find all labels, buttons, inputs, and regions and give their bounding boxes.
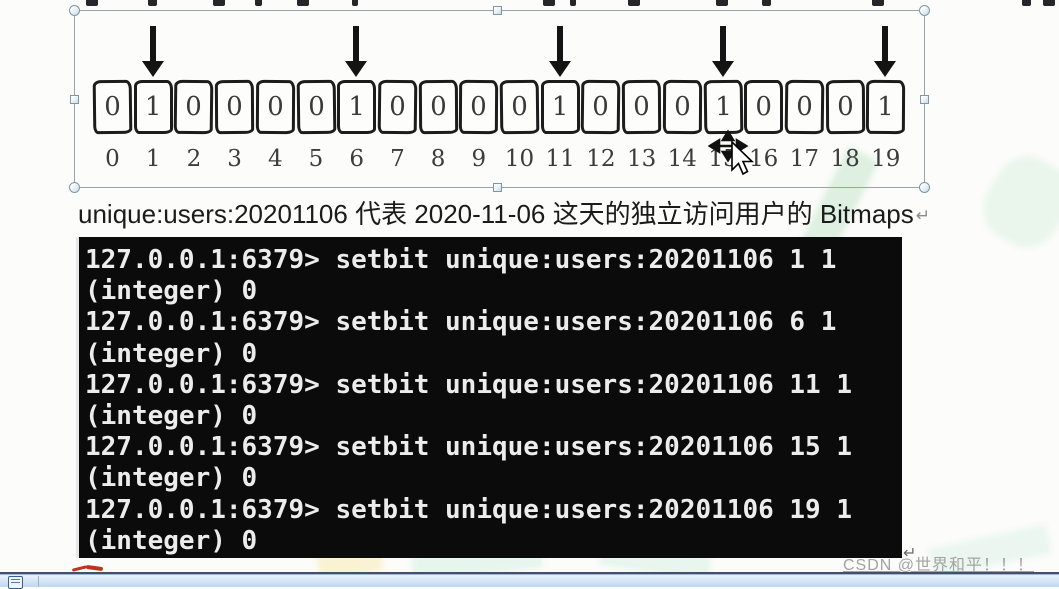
paragraph-return-icon: ↵ bbox=[903, 545, 917, 562]
selection-handle-right-middle[interactable] bbox=[920, 95, 929, 104]
bit-index-label: 16 bbox=[749, 146, 779, 172]
redis-terminal[interactable]: 127.0.0.1:6379> setbit unique:users:2020… bbox=[76, 237, 902, 558]
bit-cell: 0 bbox=[174, 79, 214, 135]
bit-index-label: 12 bbox=[586, 146, 616, 172]
cropped-text-fragment bbox=[570, 0, 576, 6]
bit-index-label: 10 bbox=[504, 146, 535, 172]
cropped-text-fragment bbox=[297, 0, 309, 6]
bit-index-label: 11 bbox=[545, 146, 575, 172]
bit-cell: 1 bbox=[337, 80, 377, 134]
bit-index-label: 9 bbox=[471, 146, 487, 172]
bit-cell: 0 bbox=[377, 79, 418, 135]
bit-index-label: 0 bbox=[105, 146, 120, 172]
cropped-text-fragment bbox=[255, 0, 262, 6]
bit-cell: 0 bbox=[662, 79, 702, 135]
cropped-text-fragment bbox=[148, 0, 157, 6]
mouse-cursor-icon bbox=[708, 129, 754, 176]
bit-index-label: 8 bbox=[430, 146, 446, 172]
bit-index-label: 18 bbox=[830, 146, 860, 172]
bit-index-label: 3 bbox=[227, 146, 242, 172]
bit-cell: 1 bbox=[703, 79, 743, 135]
terminal-line: (integer) 0 bbox=[85, 338, 258, 369]
selection-handle-top-left[interactable] bbox=[69, 5, 80, 16]
terminal-line: (integer) 0 bbox=[85, 525, 258, 556]
cropped-text-fragment bbox=[628, 0, 640, 6]
cropped-text-fragment bbox=[1043, 0, 1055, 6]
bit-cell: 0 bbox=[499, 79, 540, 135]
terminal-line: (integer) 0 bbox=[85, 276, 258, 307]
selection-handle-bottom-left[interactable] bbox=[69, 182, 80, 193]
bit-cell: 0 bbox=[255, 79, 295, 135]
statusbar-top-line bbox=[0, 572, 1059, 574]
statusbar-divider bbox=[38, 576, 39, 587]
cropped-text-fragment bbox=[543, 0, 555, 6]
bit-index-label: 5 bbox=[308, 146, 324, 172]
csdn-watermark: CSDN @世界和平！！！ bbox=[843, 557, 1035, 574]
terminal-line: (integer) 0 bbox=[85, 401, 258, 432]
cropped-text-fragment bbox=[1022, 0, 1031, 6]
terminal-line: 127.0.0.1:6379> setbit unique:users:2020… bbox=[85, 432, 853, 463]
selection-handle-bottom-right[interactable] bbox=[919, 182, 930, 193]
bit-index-label: 2 bbox=[186, 146, 202, 172]
statusbar bbox=[0, 574, 1059, 589]
terminal-line: 127.0.0.1:6379> setbit unique:users:2020… bbox=[85, 245, 837, 275]
bit-cell: 0 bbox=[581, 79, 621, 135]
bit-cell: 0 bbox=[621, 79, 662, 135]
bit-index-label: 7 bbox=[390, 146, 405, 172]
bit-index-label: 4 bbox=[267, 146, 283, 172]
terminal-line: 127.0.0.1:6379> setbit unique:users:2020… bbox=[85, 369, 853, 400]
bit-index-label: 1 bbox=[145, 146, 161, 172]
bit-index-label: 19 bbox=[871, 146, 901, 172]
bit-cell: 0 bbox=[214, 79, 255, 135]
bit-cell: 0 bbox=[459, 79, 499, 135]
bit-index-label: 13 bbox=[626, 146, 657, 172]
terminal-line: 127.0.0.1:6379> setbit unique:users:2020… bbox=[85, 307, 837, 338]
bit-index-label: 17 bbox=[789, 146, 820, 172]
down-arrow-icon bbox=[345, 26, 368, 78]
cropped-text-fragment bbox=[716, 0, 728, 6]
bit-cell: 0 bbox=[784, 79, 825, 135]
bit-cell: 0 bbox=[92, 79, 133, 135]
bit-cell: 0 bbox=[296, 79, 336, 135]
bit-index-label: 6 bbox=[349, 146, 364, 172]
down-arrow-icon bbox=[548, 26, 571, 78]
caption-label: unique:users:20201106 代表 2020-11-06 这天的独… bbox=[78, 199, 914, 229]
red-annotation-fragment bbox=[71, 565, 88, 572]
cropped-text-fragment bbox=[86, 0, 98, 6]
diagram-selection-box[interactable] bbox=[69, 5, 930, 193]
cropped-text-fragment bbox=[213, 0, 225, 6]
paragraph-return-icon: ↵ bbox=[915, 206, 930, 225]
down-arrow-icon bbox=[141, 26, 164, 78]
selection-handle-left-middle[interactable] bbox=[70, 95, 79, 104]
terminal-line: (integer) 0 bbox=[85, 463, 258, 494]
document-icon[interactable] bbox=[2, 576, 26, 589]
cropped-text-fragment bbox=[352, 0, 358, 6]
bit-cell: 0 bbox=[744, 80, 784, 134]
down-arrow-icon bbox=[874, 26, 897, 78]
selection-handle-top-middle[interactable] bbox=[493, 6, 502, 15]
terminal-line: 127.0.0.1:6379> setbit unique:users:2020… bbox=[85, 494, 853, 525]
bit-cell: 0 bbox=[825, 79, 865, 135]
bit-cell: 1 bbox=[133, 80, 173, 134]
bit-cell: 1 bbox=[866, 79, 906, 135]
cropped-text-fragment bbox=[762, 0, 771, 6]
caption-text: unique:users:20201106 代表 2020-11-06 这天的独… bbox=[78, 194, 1038, 231]
red-annotation-fragment bbox=[85, 564, 104, 572]
selection-handle-bottom-middle[interactable] bbox=[493, 183, 502, 192]
cropped-text-fragment bbox=[872, 0, 884, 6]
selection-handle-top-right[interactable] bbox=[919, 5, 930, 16]
bit-cell: 0 bbox=[418, 79, 458, 135]
bit-index-label: 14 bbox=[667, 146, 697, 172]
down-arrow-icon bbox=[711, 26, 734, 78]
bit-cell: 1 bbox=[540, 80, 580, 134]
